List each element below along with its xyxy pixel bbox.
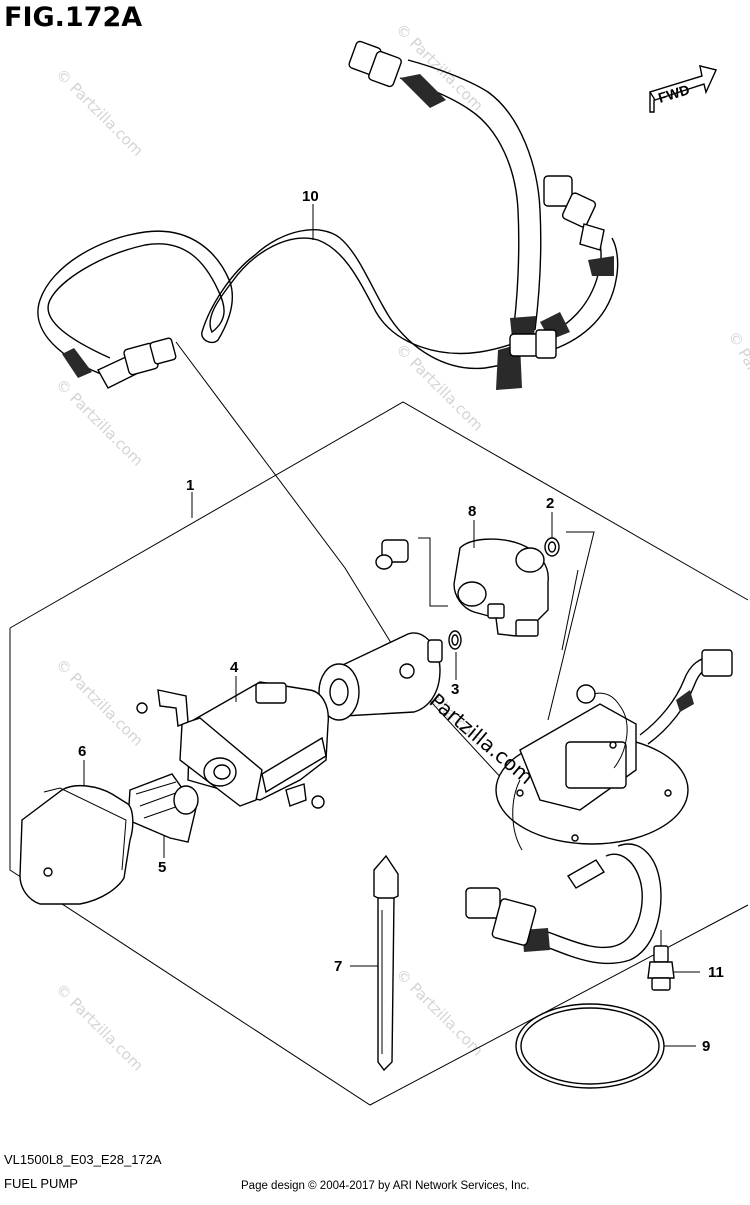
callouts: 1 2 3 4 5 6 7 8 9 10 11 — [78, 188, 724, 1055]
outlet-quick-connector — [465, 887, 501, 919]
o-ring-part-2 — [544, 531, 595, 721]
filter-element-part-5 — [127, 773, 199, 843]
watermark-8: © Partzilla.com — [52, 980, 147, 1075]
callout-7: 7 — [334, 958, 342, 975]
bolt-part-11 — [647, 930, 700, 991]
watermark-7: © Partzilla.com — [392, 965, 487, 1060]
assembly-outline-part-1 — [9, 401, 749, 1106]
callout-5: 5 — [158, 859, 166, 876]
fuel-pump-motor — [318, 632, 443, 721]
right-quick-connector — [543, 175, 573, 207]
o-ring-part-3 — [448, 630, 462, 650]
callout-11: 11 — [708, 964, 724, 981]
figure-name: FUEL PUMP — [4, 1176, 78, 1191]
cable-tie-part-7 — [373, 854, 399, 1072]
pressure-regulator-part-8 — [375, 537, 549, 637]
pump-wire-connector — [701, 649, 733, 677]
figure-code: VL1500L8_E03_E28_172A — [4, 1152, 162, 1167]
gasket-part-9 — [515, 1003, 696, 1089]
center-watermark: Partzilla.com — [425, 688, 538, 789]
callout-3: 3 — [451, 681, 459, 698]
callout-8: 8 — [468, 503, 476, 520]
watermark-9: © Partzilla.com — [725, 328, 750, 437]
cover-part-6 — [19, 784, 134, 905]
leader-hose-to-pump — [175, 341, 541, 821]
watermark-6: © Partzilla.com — [52, 655, 147, 750]
watermark-2: © Partzilla.com — [52, 65, 147, 160]
callout-10: 10 — [302, 188, 319, 205]
fwd-label: FWD — [656, 81, 691, 106]
page-credit: Page design © 2004-2017 by ARI Network S… — [241, 1180, 530, 1192]
figure-title: FIG.172A — [4, 2, 143, 33]
hose-assembly-part-10 — [37, 40, 619, 390]
watermark-3: © Partzilla.com — [392, 340, 487, 435]
callout-9: 9 — [702, 1038, 710, 1055]
callout-4: 4 — [230, 659, 239, 676]
fwd-arrow-icon: FWD — [649, 65, 717, 113]
pump-base-plate — [465, 649, 733, 965]
watermark-4: © Partzilla.com — [52, 375, 147, 470]
callout-6: 6 — [78, 743, 86, 760]
callout-2: 2 — [546, 495, 554, 512]
callout-1: 1 — [186, 477, 194, 494]
fuel-filter-part-4 — [136, 681, 329, 809]
